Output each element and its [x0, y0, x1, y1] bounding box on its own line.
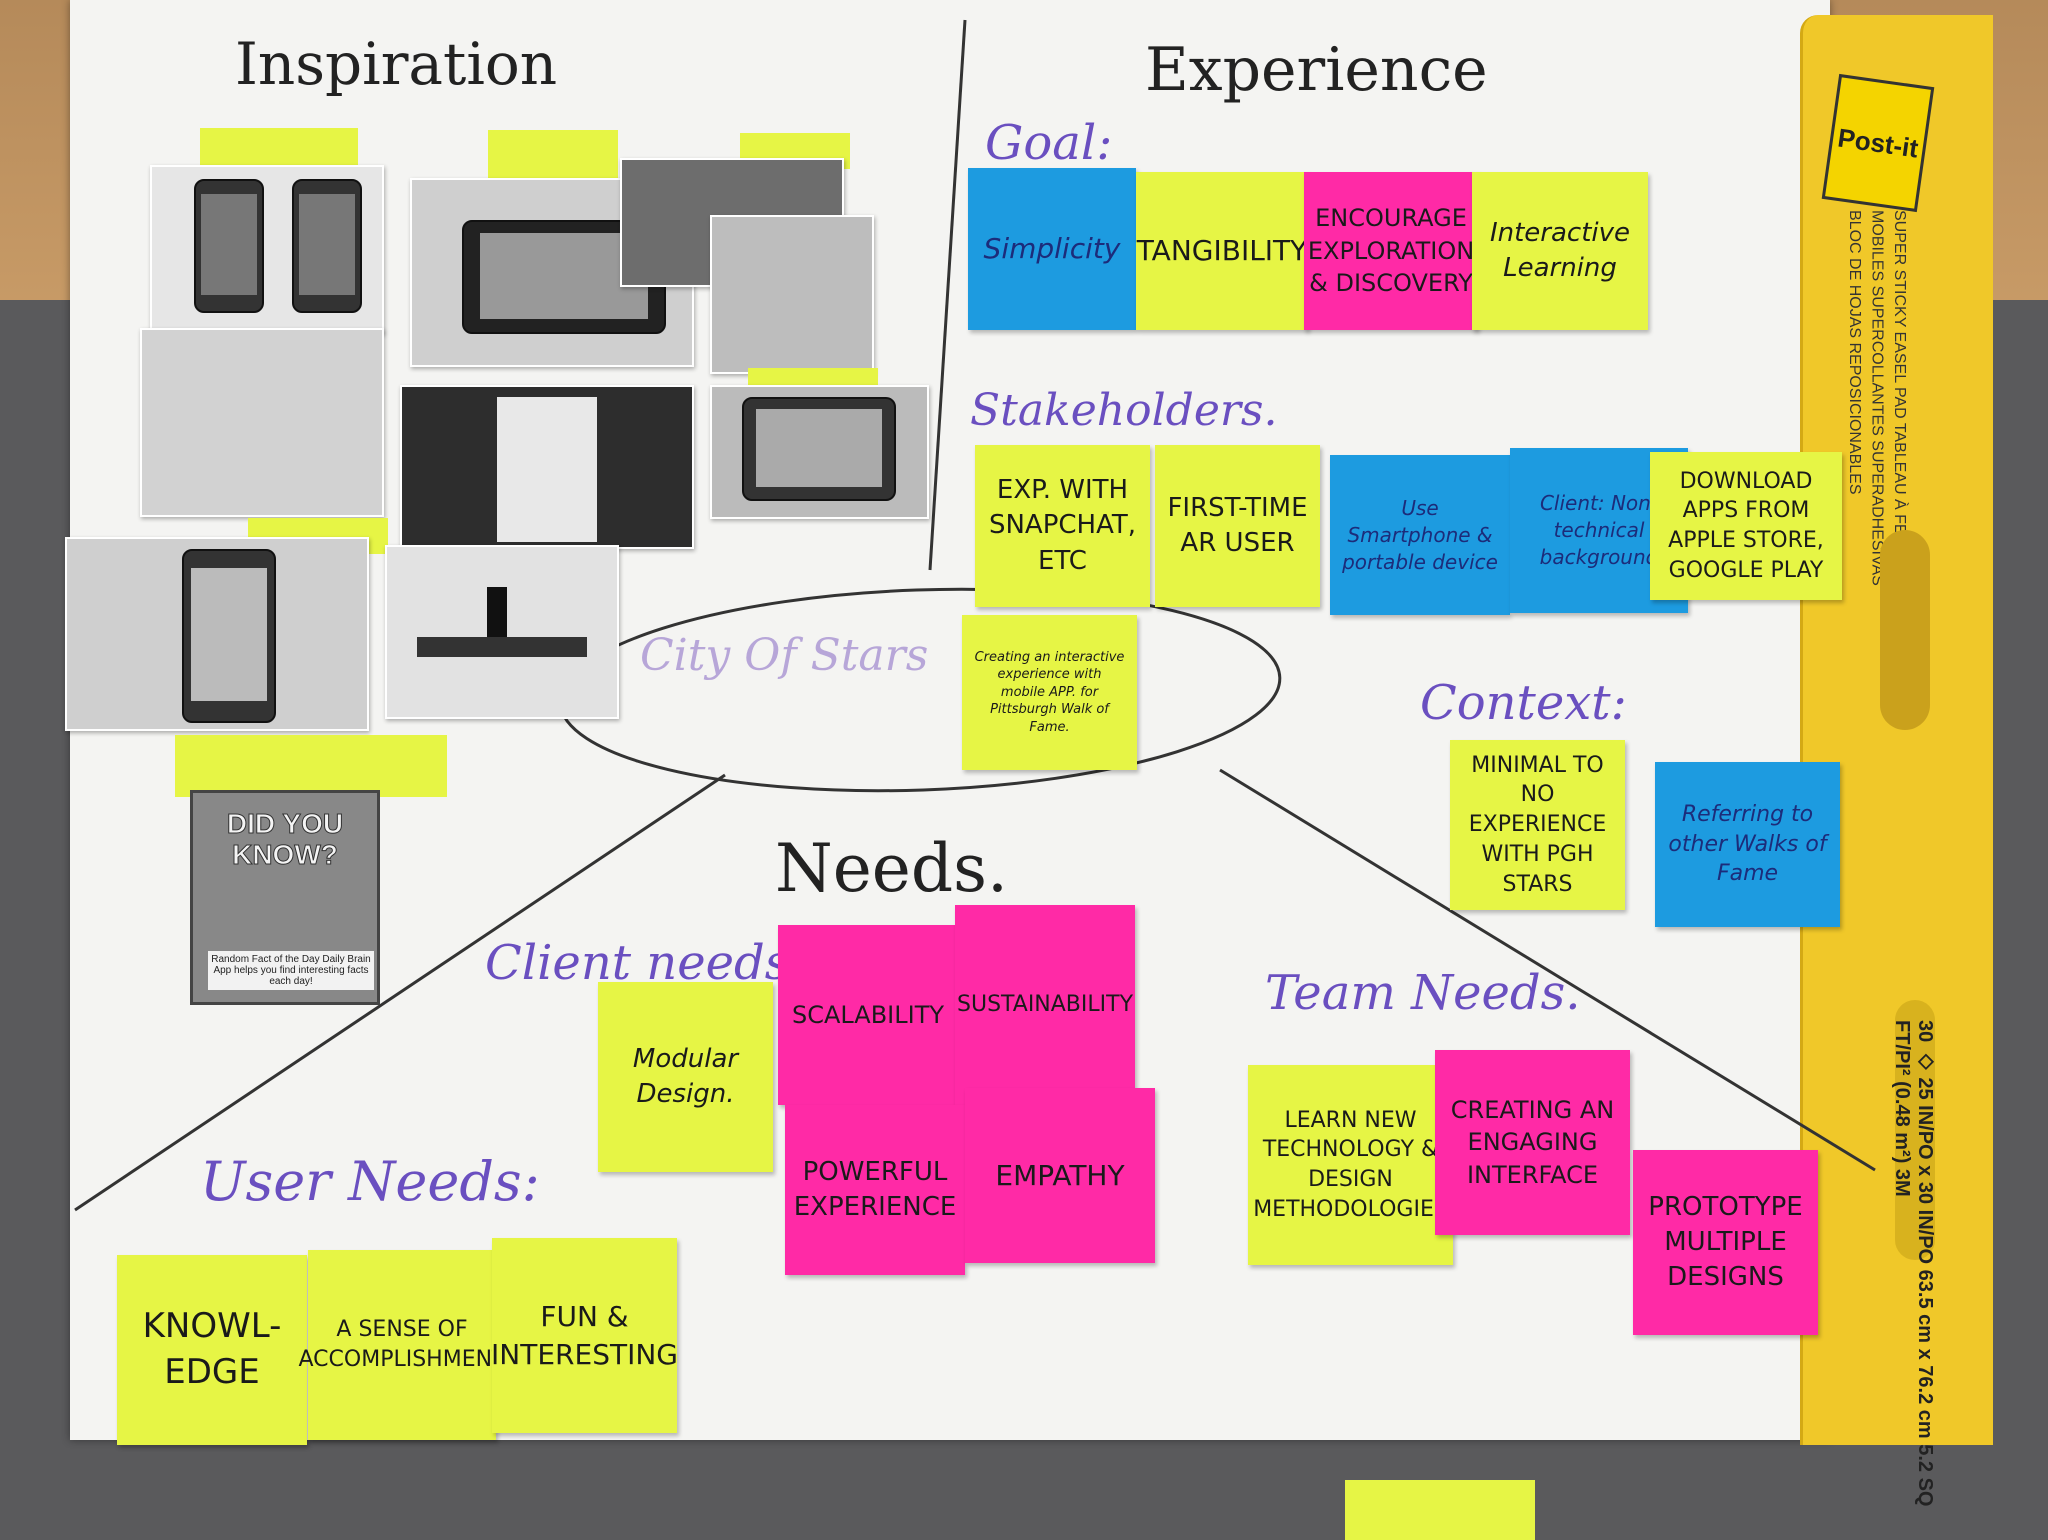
- pad-size-text: 30 ◇ 25 IN/PO x 30 IN/PO 63.5 cm x 76.2 …: [1891, 1020, 1936, 1507]
- stakeholder-note-snapchat: EXP. WITH SNAPCHAT, ETC: [975, 445, 1150, 607]
- client-note-scalability: SCALABILITY: [778, 925, 958, 1105]
- label-goal: Goal:: [985, 115, 1113, 171]
- team-note-engaging-interface: CREATING AN ENGAGING INTERFACE: [1435, 1050, 1630, 1235]
- pad-label-text: SUPER STICKY EASEL PAD TABLEAU À FEUILLE…: [1846, 210, 1908, 590]
- context-note-walks-of-fame: Referring to other Walks of Fame: [1655, 762, 1840, 927]
- heading-city-of-stars: City Of Stars: [640, 630, 929, 681]
- goal-note-encourage-exploration: ENCOURAGE EXPLORATION & DISCOVERY: [1304, 172, 1478, 330]
- client-note-sustainability: SUSTAINABILITY: [955, 905, 1135, 1105]
- label-stakeholders: Stakeholders.: [970, 385, 1278, 436]
- goal-note-interactive-learning: Interactive Learning: [1472, 172, 1648, 330]
- tape-strip: [175, 735, 447, 797]
- goal-note-simplicity: Simplicity: [968, 168, 1136, 330]
- phone-image: [194, 179, 264, 313]
- inspiration-photo-penguin-app: [140, 328, 384, 517]
- user-note-accomplishment: A SENSE OF ACCOMPLISHMENT: [299, 1250, 506, 1440]
- pad-handle-slot: [1880, 530, 1930, 730]
- label-context: Context:: [1420, 675, 1627, 731]
- pad-handle-slot: [1895, 1000, 1935, 1260]
- city-of-stars-description-note: Creating an interactive experience with …: [962, 615, 1137, 770]
- inspiration-photo-phones: [150, 165, 384, 334]
- phone-image: [742, 397, 896, 501]
- loose-sticky-note: [1345, 1480, 1535, 1540]
- client-note-empathy: EMPATHY: [965, 1088, 1155, 1263]
- heading-experience: Experience: [1145, 35, 1488, 105]
- tape-strip: [488, 130, 618, 178]
- user-note-knowledge: KNOWL-EDGE: [117, 1255, 307, 1445]
- heading-inspiration: Inspiration: [235, 30, 558, 98]
- label-team-needs: Team Needs.: [1265, 965, 1581, 1021]
- context-note-minimal-experience: MINIMAL TO NO EXPERIENCE WITH PGH STARS: [1450, 740, 1625, 910]
- phone-image: [292, 179, 362, 313]
- inspiration-photo-3d-model: [710, 385, 929, 519]
- user-note-fun-interesting: FUN & INTERESTING: [491, 1238, 678, 1433]
- stakeholder-note-smartphone: Use Smartphone & portable device: [1330, 455, 1510, 615]
- stakeholder-note-first-time-ar: FIRST-TIME AR USER: [1155, 445, 1320, 607]
- goal-note-tangibility: TANGIBILITY: [1136, 172, 1308, 330]
- label-user-needs: User Needs:: [200, 1150, 540, 1213]
- phone-image: [182, 549, 276, 723]
- inspiration-photo-quiz-app: [400, 385, 694, 549]
- inspiration-photo-pixel-game: [385, 545, 619, 719]
- client-note-powerful-experience: POWERFUL EXPERIENCE: [785, 1105, 965, 1275]
- inspiration-photo-hand-phone: [65, 537, 369, 731]
- inspiration-photo-app-ui: [710, 215, 874, 374]
- team-note-prototype-designs: PROTOTYPE MULTIPLE DESIGNS: [1633, 1150, 1818, 1335]
- client-note-modular-design: Modular Design.: [598, 982, 773, 1172]
- did-you-know-caption: Random Fact of the Day Daily Brain App h…: [208, 951, 374, 990]
- team-note-learn-technology: LEARN NEW TECHNOLOGY & DESIGN METHODOLOG…: [1248, 1065, 1453, 1265]
- did-you-know-card: DID YOU KNOW? Random Fact of the Day Dai…: [190, 790, 380, 1005]
- label-client-needs: Client needs:: [485, 935, 806, 991]
- did-you-know-title: DID YOU KNOW?: [226, 808, 344, 870]
- heading-needs: Needs.: [775, 830, 1008, 907]
- stakeholder-note-download-apps: DOWNLOAD APPS FROM APPLE STORE, GOOGLE P…: [1650, 452, 1842, 600]
